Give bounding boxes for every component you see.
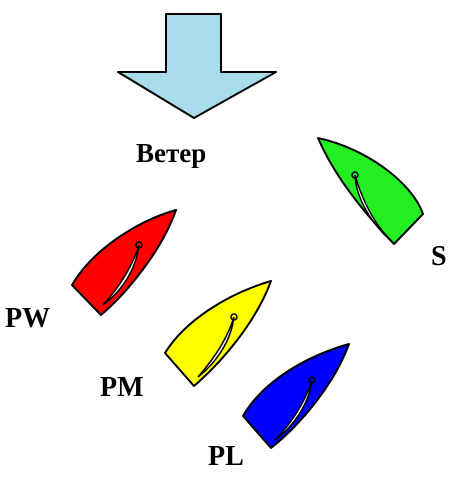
boat-s-sail [354, 174, 389, 239]
boat-pw-mast [135, 241, 143, 249]
boat-pw-hull [71, 209, 177, 316]
boat-pl [242, 343, 350, 449]
boat-pm-mast [230, 313, 238, 321]
boat-pm [164, 280, 272, 387]
boat-pl-mast [308, 376, 316, 384]
boat-pw-sail [102, 244, 140, 306]
wind-arrow [117, 13, 277, 119]
boat-s-label: S [431, 241, 447, 272]
boat-pl-hull [242, 343, 350, 449]
boat-s-hull [317, 137, 424, 245]
boat-pw-label: PW [5, 303, 51, 334]
boat-pw [71, 209, 177, 316]
boat-pl-sail [274, 379, 313, 441]
boat-pl-label: PL [208, 441, 244, 472]
boat-pm-hull [164, 280, 272, 387]
boat-s [317, 137, 424, 245]
wind-label: Ветер [136, 138, 207, 168]
boat-s-mast [351, 171, 359, 179]
boat-pm-sail [197, 316, 235, 378]
boat-pm-label: PM [100, 372, 144, 403]
